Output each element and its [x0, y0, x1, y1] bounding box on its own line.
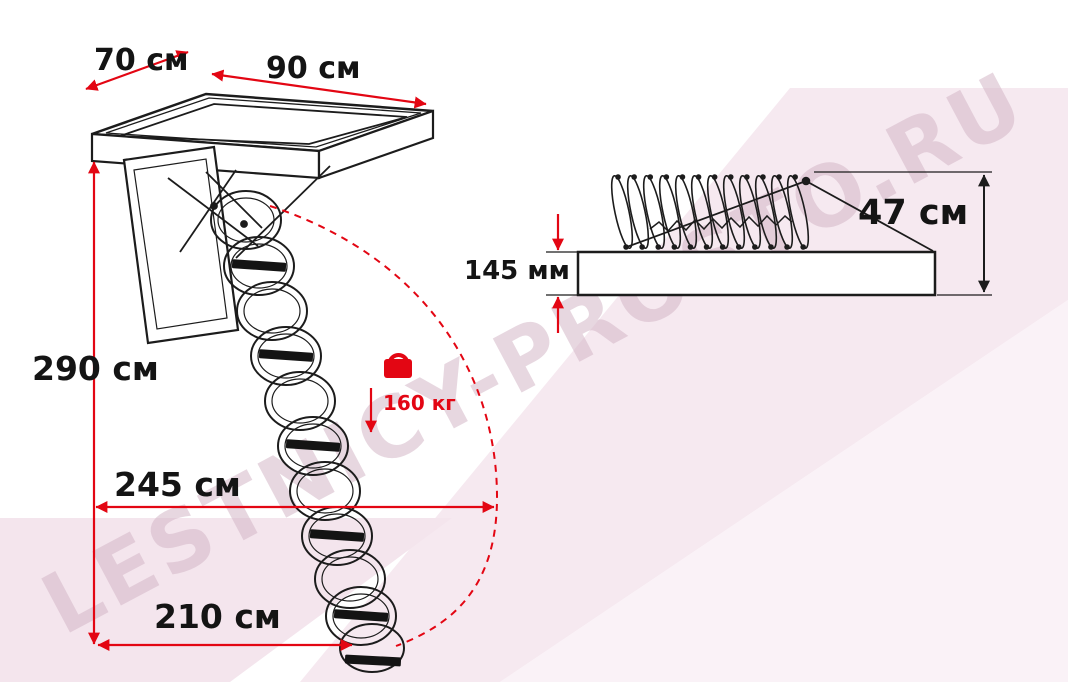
hatch-frame-inner [119, 103, 408, 145]
dim-label-folded-height: 47 см [858, 193, 969, 233]
dim-label-hatch-depth: 70 см [94, 43, 189, 78]
ladder-chain [210, 190, 405, 673]
hatch-frame-outer [105, 97, 422, 148]
lid-arm [805, 180, 934, 252]
dimension-lines-left [85, 50, 495, 651]
dim-label-swing-clearance: 245 см [114, 465, 241, 504]
folded-scissor-pack [610, 174, 934, 252]
hatch-lid-board [576, 250, 937, 297]
dim-label-max-load: 160 кг [383, 391, 456, 415]
ladder-steps [231, 259, 402, 667]
door-panel [122, 145, 240, 345]
spring [649, 214, 793, 233]
dim-line-70 [85, 50, 189, 91]
background-triangle [500, 300, 1068, 682]
weight-icon [384, 353, 412, 378]
door-panel-inner [133, 158, 228, 330]
dim-label-floor-projection: 210 см [154, 597, 281, 636]
dim-label-hatch-width: 90 см [266, 51, 361, 86]
dim-label-box-height: 145 мм [464, 256, 570, 286]
hatch-side-face [317, 109, 435, 180]
swing-path-dashed [269, 205, 499, 647]
background-band [300, 88, 1068, 682]
dim-label-ceiling-height: 290 см [32, 349, 159, 388]
hatch-door [122, 145, 240, 345]
dimension-extensions-right [546, 171, 992, 296]
dim-line-90 [211, 69, 427, 109]
side-view [546, 171, 992, 333]
diagonal-rod [623, 180, 807, 249]
